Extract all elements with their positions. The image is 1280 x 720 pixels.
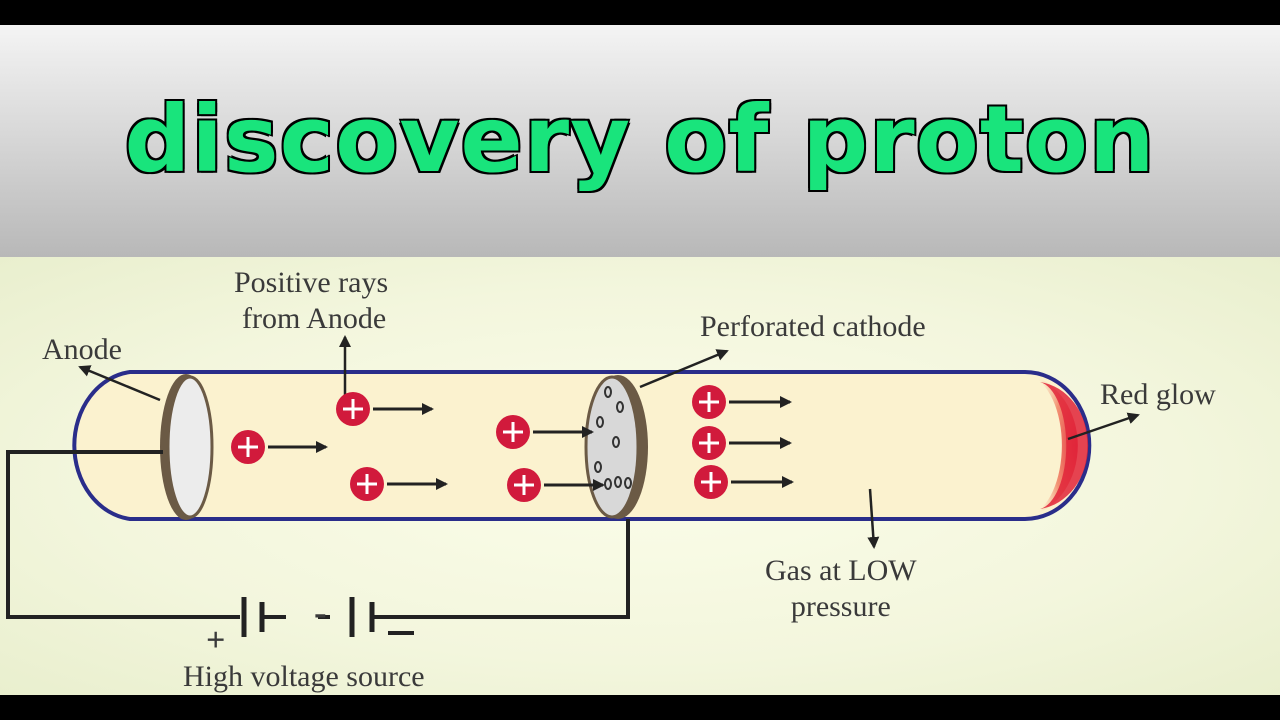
proton — [692, 426, 792, 460]
title-banner: discovery of proton — [0, 25, 1280, 257]
diagram: Positive rays from Anode Anode Perforate… — [0, 257, 1280, 695]
bottom-bar — [0, 695, 1280, 720]
red-glow-pointer-arrow — [1067, 412, 1140, 441]
proton — [694, 465, 794, 499]
discharge-tube — [72, 370, 1092, 521]
discharge-tube-diagram — [6, 335, 1140, 637]
page-title: discovery of proton — [124, 85, 1156, 194]
plus-sign: + — [206, 622, 226, 659]
high-voltage-label: High voltage source — [183, 660, 425, 693]
gas-label: Gas at LOW pressure — [765, 554, 917, 623]
battery-symbol — [241, 597, 414, 637]
cathode-pointer-arrow — [639, 349, 729, 389]
proton — [496, 415, 594, 449]
anode-pointer-arrow — [78, 365, 161, 402]
proton-group — [231, 385, 794, 502]
proton — [692, 385, 792, 419]
proton — [231, 430, 328, 464]
red-glow-label: Red glow — [1100, 378, 1216, 411]
circuit-wires — [6, 450, 630, 619]
perforated-cathode-disk — [584, 375, 648, 519]
perforated-cathode-label: Perforated cathode — [700, 310, 926, 343]
proton — [336, 392, 434, 426]
proton — [350, 467, 448, 501]
anode-label: Anode — [42, 333, 122, 366]
minus-sign: - — [314, 592, 327, 634]
proton — [507, 468, 605, 502]
gas-pointer-arrow — [867, 488, 880, 549]
anode-disk — [160, 374, 214, 520]
positive-rays-label: Positive rays from Anode — [234, 266, 389, 335]
